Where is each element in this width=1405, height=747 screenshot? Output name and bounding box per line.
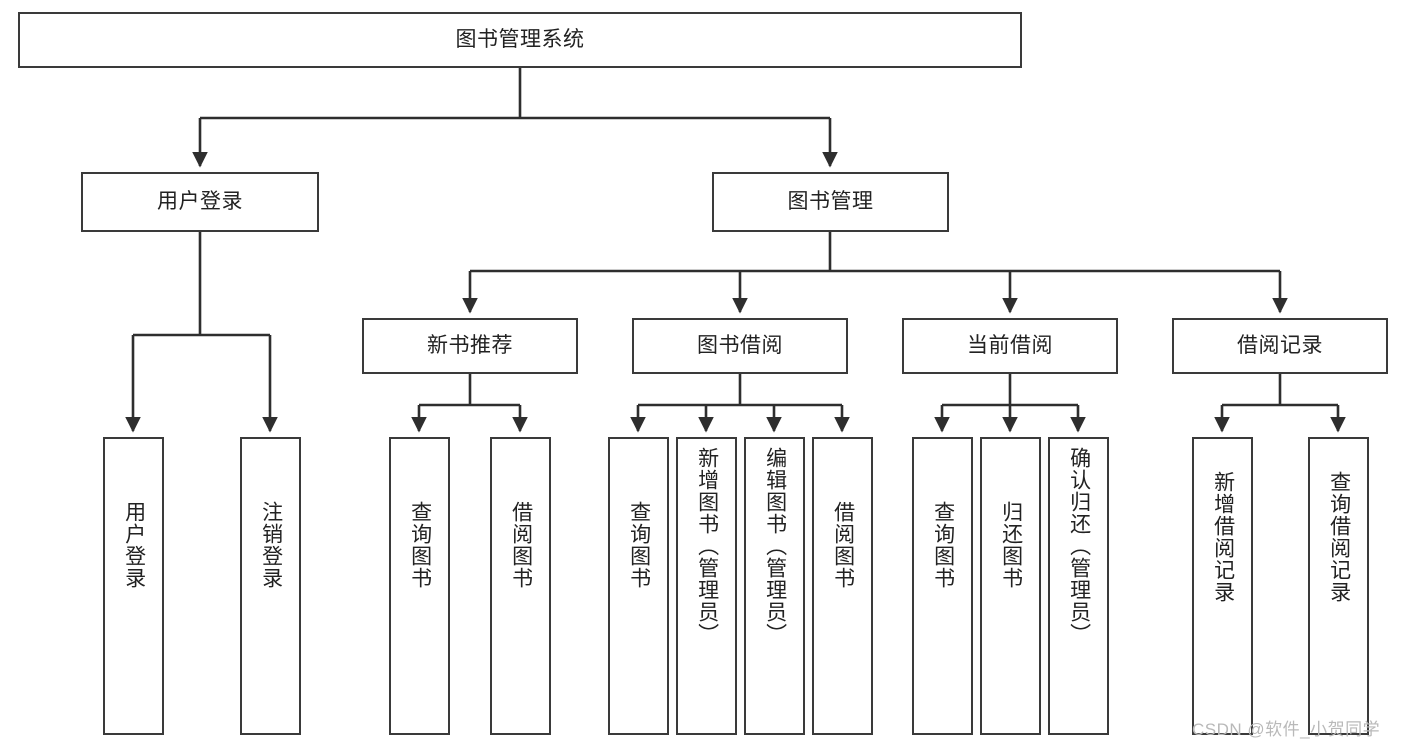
node-book-borrow-label: 图书借阅: [697, 334, 783, 358]
leaf-query-book-3[interactable]: 查询图书: [912, 437, 973, 735]
leaf-borrow-book-1-label: 借阅图书: [509, 501, 533, 589]
watermark: CSDN @软件_小贺同学: [1192, 720, 1381, 739]
node-book-manage-label: 图书管理: [787, 190, 874, 214]
node-user-login-label: 用户登录: [157, 190, 243, 214]
leaf-query-book-2[interactable]: 查询图书: [608, 437, 669, 735]
leaf-query-book-1[interactable]: 查询图书: [389, 437, 450, 735]
leaf-add-book-label: 新增图书（管理员）: [695, 447, 719, 645]
leaf-borrow-book-2[interactable]: 借阅图书: [812, 437, 873, 735]
leaf-confirm-return-label: 确认归还（管理员）: [1067, 447, 1091, 645]
node-new-book-rec[interactable]: 新书推荐: [362, 318, 578, 374]
leaf-query-record[interactable]: 查询借阅记录: [1308, 437, 1369, 735]
leaf-borrow-book-1[interactable]: 借阅图书: [490, 437, 551, 735]
leaf-edit-book[interactable]: 编辑图书（管理员）: [744, 437, 805, 735]
node-root[interactable]: 图书管理系统: [18, 12, 1022, 68]
leaf-confirm-return[interactable]: 确认归还（管理员）: [1048, 437, 1109, 735]
node-current-borrow-label: 当前借阅: [967, 334, 1053, 358]
leaf-query-book-1-label: 查询图书: [408, 501, 432, 589]
leaf-edit-book-label: 编辑图书（管理员）: [763, 447, 787, 645]
node-root-label: 图书管理系统: [455, 28, 585, 52]
node-current-borrow[interactable]: 当前借阅: [902, 318, 1118, 374]
node-borrow-record[interactable]: 借阅记录: [1172, 318, 1388, 374]
leaf-logout[interactable]: 注销登录: [240, 437, 301, 735]
leaf-user-login-label: 用户登录: [122, 501, 146, 589]
leaf-return-book[interactable]: 归还图书: [980, 437, 1041, 735]
leaf-add-book[interactable]: 新增图书（管理员）: [676, 437, 737, 735]
leaf-add-record[interactable]: 新增借阅记录: [1192, 437, 1253, 735]
leaf-query-record-label: 查询借阅记录: [1327, 471, 1351, 603]
node-book-manage[interactable]: 图书管理: [712, 172, 949, 232]
leaf-return-book-label: 归还图书: [999, 501, 1023, 589]
leaf-add-record-label: 新增借阅记录: [1211, 471, 1235, 603]
node-borrow-record-label: 借阅记录: [1237, 334, 1323, 358]
leaf-query-book-2-label: 查询图书: [627, 501, 651, 589]
leaf-borrow-book-2-label: 借阅图书: [831, 501, 855, 589]
leaf-query-book-3-label: 查询图书: [931, 501, 955, 589]
node-new-book-rec-label: 新书推荐: [427, 334, 513, 358]
node-user-login[interactable]: 用户登录: [81, 172, 319, 232]
node-book-borrow[interactable]: 图书借阅: [632, 318, 848, 374]
leaf-logout-label: 注销登录: [259, 501, 283, 589]
leaf-user-login[interactable]: 用户登录: [103, 437, 164, 735]
